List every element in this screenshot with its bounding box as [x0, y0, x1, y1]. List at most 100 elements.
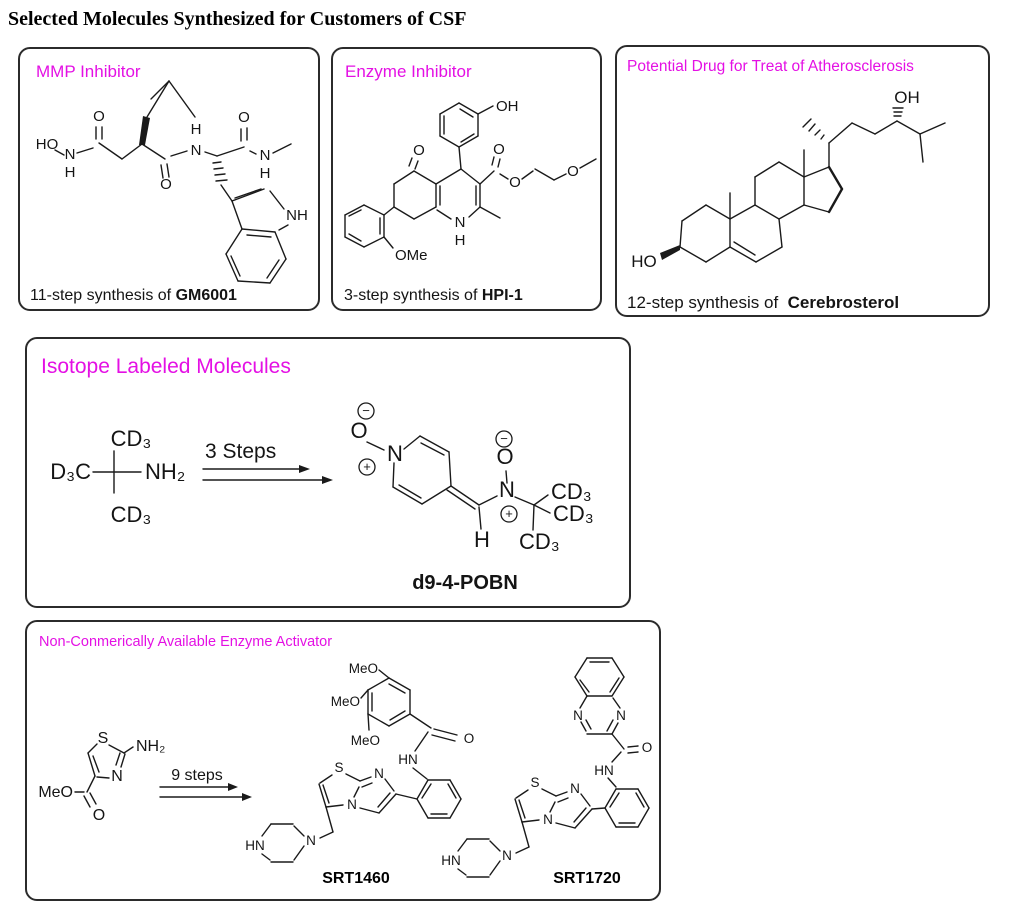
caption-cereb-text: 12-step synthesis of — [627, 293, 783, 312]
cerebrosterol-structure: OH HO — [631, 88, 946, 271]
d9-4-pobn-structure: O N − + H N O − + CD₃ CD₃ CD₃ — [350, 402, 594, 554]
atom-label-meo: MeO — [349, 661, 378, 676]
atom-label-cd3: CD₃ — [519, 529, 560, 554]
atom-label-s: S — [334, 760, 343, 775]
atom-label-n: N — [191, 142, 202, 159]
panel-athero-title: Potential Drug for Treat of Atherosclero… — [627, 58, 914, 75]
atom-label-s: S — [530, 775, 539, 790]
atom-label-n: N — [570, 781, 580, 796]
gm6001-skeleton — [54, 80, 292, 284]
atom-label-h: H — [455, 232, 466, 249]
caption-cerebrosterol: 12-step synthesis of Cerebrosterol — [627, 293, 899, 313]
atom-label-ome: OMe — [395, 247, 428, 264]
atom-label-o: O — [509, 174, 521, 191]
plus-charge-icon: + — [363, 459, 371, 474]
atom-label-n: N — [111, 768, 123, 785]
atom-label-nh2: NH₂ — [145, 459, 185, 484]
panel-atherosclerosis: Potential Drug for Treat of Atherosclero… — [615, 45, 990, 317]
atom-label-cd3: CD₃ — [553, 501, 594, 526]
reaction-arrow-9-steps: 9 steps — [159, 767, 252, 801]
pobn-reaction: D₃C CD₃ CD₃ NH₂ 3 Steps — [50, 402, 594, 554]
panel-mmp-title: MMP Inhibitor — [36, 62, 141, 81]
d9-tert-butylamine-structure: D₃C CD₃ CD₃ NH₂ — [50, 426, 185, 527]
panel-enzyme-inhibitor: Enzyme Inhibitor — [331, 47, 602, 311]
atom-label-nh2: NH₂ — [136, 738, 165, 755]
atom-label-o: O — [238, 109, 250, 126]
atom-label-cd3: CD₃ — [111, 502, 152, 527]
atom-label-hn: HN — [398, 752, 418, 767]
atom-label-h: H — [474, 527, 490, 552]
atom-label-hn: HN — [245, 838, 265, 853]
atom-label-n: N — [65, 146, 76, 163]
arrow-label: 9 steps — [171, 767, 223, 784]
atom-label-meo: MeO — [38, 784, 73, 801]
caption-cereb-name: Cerebrosterol — [787, 293, 900, 312]
hpi1-structure: OH O O O O N H OMe — [344, 98, 597, 264]
atom-label-o: O — [642, 740, 653, 755]
atom-label-n: N — [499, 477, 515, 502]
hpi1-skeleton — [344, 102, 597, 249]
atom-label-n: N — [455, 214, 466, 231]
atom-label-cd3: CD₃ — [551, 479, 592, 504]
caption-hpi1-text: 3-step synthesis of — [344, 287, 482, 304]
atom-label-n: N — [347, 797, 357, 812]
atom-label-n: N — [306, 833, 316, 848]
srt-reaction: S N NH₂ MeO O 9 steps — [38, 657, 653, 887]
caption-hpi1-name: HPI-1 — [481, 287, 523, 304]
atom-label-d3c: D₃C — [50, 459, 91, 484]
caption-gm6001: 11-step synthesis of GM6001 — [30, 287, 237, 305]
atom-label-ho: HO — [631, 252, 657, 271]
product-name-d9-4-pobn: d9-4-POBN — [412, 572, 518, 594]
panel-isotope: Isotope Labeled Molecules D₃C CD₃ CD₃ NH… — [25, 337, 631, 608]
atom-label-meo: MeO — [351, 733, 380, 748]
cerebrosterol-skeleton — [660, 107, 946, 263]
atom-label-o: O — [567, 163, 579, 180]
atom-label-o: O — [350, 418, 367, 443]
caption-gm6001-text: 11-step synthesis of — [30, 287, 176, 304]
atom-label-o: O — [464, 731, 475, 746]
srt1720-structure: N N O HN — [441, 657, 653, 887]
panel-enzyme-activator: Non-Conmerically Available Enzyme Activa… — [25, 620, 661, 901]
arrow-label: 3 Steps — [205, 440, 276, 463]
caption-hpi1: 3-step synthesis of HPI-1 — [344, 287, 523, 305]
atom-label-hn: HN — [594, 763, 614, 778]
atom-label-s: S — [98, 730, 109, 747]
atom-label-h: H — [260, 165, 271, 182]
atom-label-n: N — [616, 708, 626, 723]
atom-label-oh: OH — [496, 98, 519, 115]
atom-label-h: H — [65, 164, 76, 181]
atom-label-meo: MeO — [331, 694, 360, 709]
gm6001-structure: HO N H O O H N O N H NH — [36, 80, 308, 284]
plus-charge-icon: + — [505, 506, 513, 521]
atom-label-o: O — [160, 176, 172, 193]
atom-label-n: N — [573, 708, 583, 723]
atom-label-h: H — [191, 121, 202, 138]
caption-gm6001-name: GM6001 — [175, 287, 237, 304]
panel-isotope-title: Isotope Labeled Molecules — [41, 355, 291, 378]
panel-mmp-inhibitor: MMP Inhibitor — [18, 47, 320, 311]
atom-label-n: N — [502, 848, 512, 863]
aminothiazole-ester-structure: S N NH₂ MeO O — [38, 730, 165, 824]
atom-label-n: N — [374, 766, 384, 781]
minus-charge-icon: − — [362, 403, 370, 418]
atom-label-cd3: CD₃ — [111, 426, 152, 451]
atom-label-o: O — [93, 807, 105, 824]
atom-label-ho: HO — [36, 136, 59, 153]
page-title: Selected Molecules Synthesized for Custo… — [8, 8, 467, 30]
atom-label-oh: OH — [894, 88, 920, 107]
atom-label-o: O — [493, 141, 505, 158]
product-name-srt1460: SRT1460 — [322, 870, 390, 887]
srt1460-structure: MeO MeO MeO O HN — [245, 661, 474, 887]
atom-label-nh: NH — [286, 207, 308, 224]
atom-label-n: N — [543, 812, 553, 827]
atom-label-o: O — [496, 444, 513, 469]
atom-label-n: N — [387, 441, 403, 466]
minus-charge-icon: − — [500, 431, 508, 446]
atom-label-hn: HN — [441, 853, 461, 868]
panel-activator-title: Non-Conmerically Available Enzyme Activa… — [39, 634, 333, 650]
reaction-arrow-3-steps: 3 Steps — [202, 440, 333, 484]
panel-enzyme-title: Enzyme Inhibitor — [345, 62, 472, 81]
atom-label-n: N — [260, 147, 271, 164]
atom-label-o: O — [93, 108, 105, 125]
